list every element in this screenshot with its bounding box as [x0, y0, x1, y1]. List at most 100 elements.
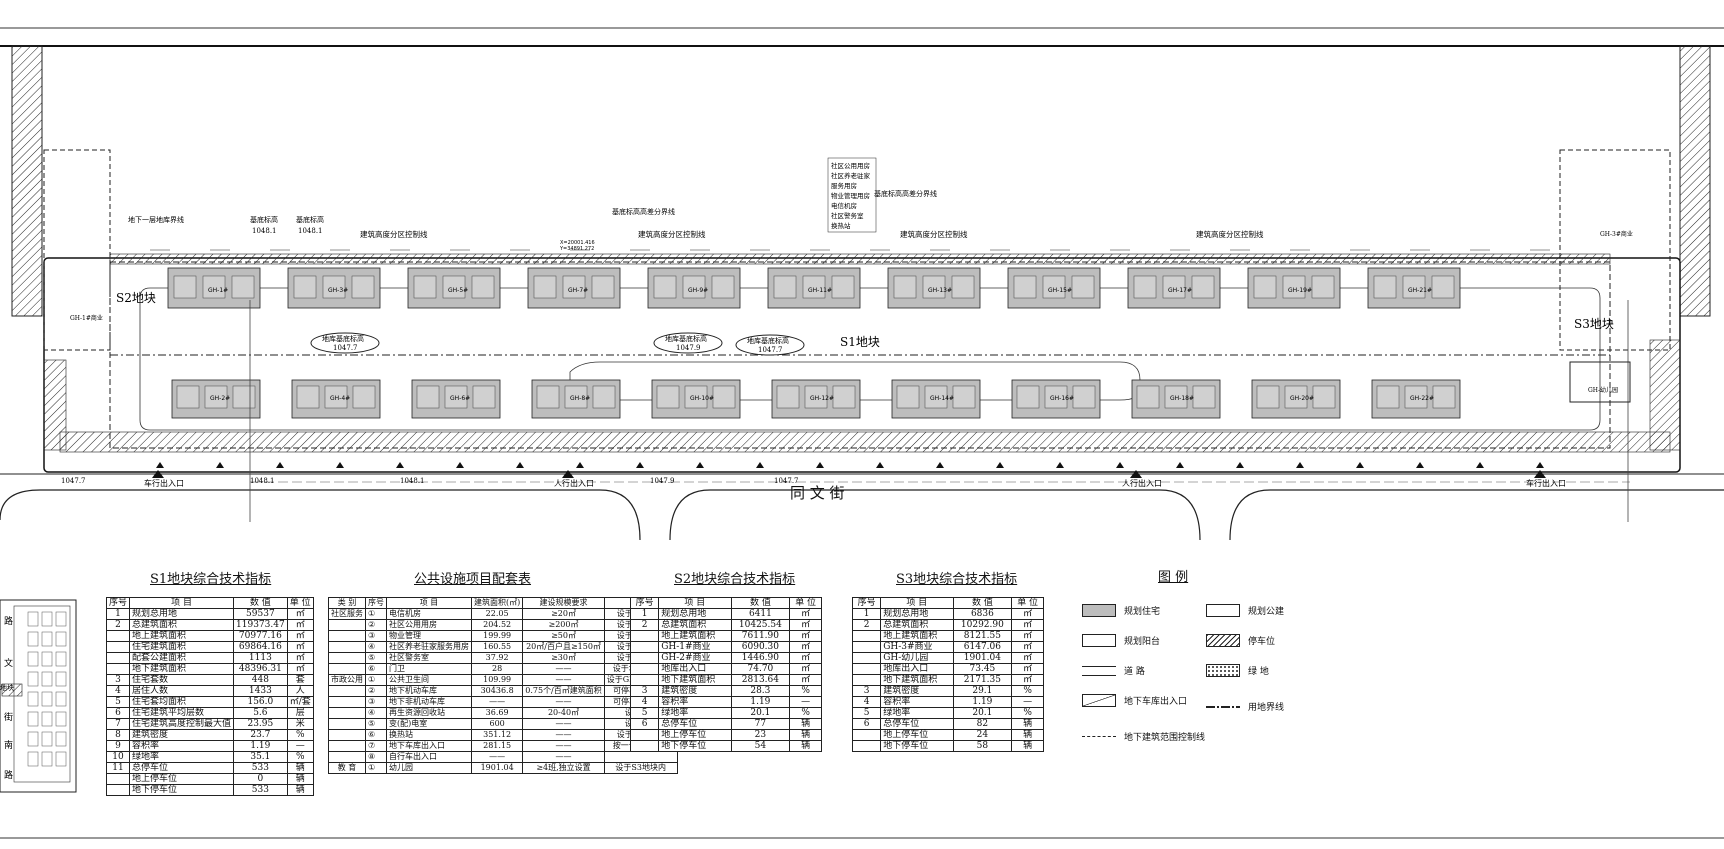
table-cell: 7611.90	[730, 630, 791, 642]
unit	[296, 385, 320, 409]
table-cell: 77	[730, 718, 791, 730]
level-marker	[1236, 462, 1244, 468]
table-cell: 公共卫生间	[386, 674, 472, 686]
s1-table-title: S1地块综合技术指标	[150, 572, 272, 587]
building-label: GH-15#	[1048, 287, 1072, 294]
table-header-cell: 建筑面积(㎡)	[470, 597, 524, 609]
table-cell: ⑧	[365, 751, 387, 763]
unit	[562, 275, 586, 299]
unit	[1162, 275, 1186, 299]
unit	[591, 275, 615, 299]
table-cell: 居住人数	[129, 685, 235, 697]
table-cell: ——	[470, 751, 524, 763]
table-cell: ㎡	[789, 619, 822, 631]
key-map-cell	[55, 611, 67, 627]
unit	[1016, 385, 1040, 409]
table-cell: ㎡	[789, 652, 822, 664]
table-cell: 教 育	[328, 762, 366, 774]
unit	[1136, 385, 1160, 409]
table-cell: 再生资源回收站	[386, 707, 472, 719]
gate-car-left: 车行出入口	[144, 478, 184, 488]
unit	[444, 385, 468, 409]
base-elev-value-5: 1048.1	[400, 477, 425, 485]
table-cell: 2	[851, 619, 882, 631]
table-cell: ㎡	[286, 619, 314, 631]
table-cell: 8121.55	[952, 630, 1013, 642]
table-cell: 辆	[1011, 718, 1044, 730]
building-south: GH-16#	[1011, 379, 1101, 419]
table-cell	[328, 630, 366, 642]
table-cell: 3	[851, 685, 882, 697]
table-cell: 地下非机动车库	[386, 696, 472, 708]
table-cell	[328, 751, 366, 763]
table-cell: 地上建筑面积	[880, 630, 954, 642]
s3-block	[1559, 149, 1671, 351]
building-label: GH-9#	[688, 287, 708, 294]
table-cell: 物业管理	[386, 630, 472, 642]
legend-label: 用地界线	[1248, 703, 1285, 713]
table-cell	[328, 685, 366, 697]
level-marker	[1116, 462, 1124, 468]
table-cell: 59537	[233, 608, 288, 620]
unit	[1044, 385, 1068, 409]
table-cell: ㎡	[286, 630, 314, 642]
street-curb-left	[0, 489, 641, 541]
buildings-row-south: GH-2#GH-4#GH-6#GH-8#GH-10#GH-12#GH-14#GH…	[171, 379, 1461, 419]
garage-elev-value-2: 1047.9	[676, 344, 701, 352]
unit	[1253, 275, 1277, 299]
unit	[1402, 275, 1426, 299]
building-north: GH-13#	[887, 267, 981, 309]
table-cell: 1446.90	[730, 652, 791, 664]
building-label: GH-6#	[450, 395, 470, 402]
unit	[1256, 385, 1280, 409]
right-hatch-strip	[1679, 45, 1711, 317]
key-map-cell	[55, 711, 67, 727]
table-cell: ⑤	[365, 652, 387, 664]
building-label: GH-20#	[1290, 395, 1314, 402]
unit	[804, 385, 828, 409]
table-header-cell: 单 位	[789, 597, 822, 609]
table-header-cell: 序号	[365, 597, 387, 609]
kindergarten-building	[1569, 361, 1631, 403]
table-cell: 3	[105, 674, 131, 686]
table-cell: 地下建筑面积	[129, 663, 235, 675]
key-map-cell	[55, 651, 67, 667]
table-cell	[105, 663, 131, 675]
base-elev-value-2: 1048.1	[298, 227, 323, 235]
unit	[536, 385, 560, 409]
control-line-label-2: 建筑高度分区控制线	[638, 229, 706, 239]
unit	[351, 275, 375, 299]
table-cell: 地上停车位	[658, 729, 732, 741]
table-cell: 1	[851, 608, 882, 620]
table-cell	[629, 729, 660, 741]
table-cell: ㎡	[789, 641, 822, 653]
legend-label: 地下建筑范围控制线	[1124, 733, 1206, 743]
table-cell: 辆	[789, 729, 822, 741]
table-cell: 4	[105, 685, 131, 697]
key-map-cell	[55, 671, 67, 687]
table-cell: 建筑密度	[880, 685, 954, 697]
base-elev-label-1: 基底标高	[250, 215, 278, 224]
table-header-cell: 项 目	[658, 597, 732, 609]
table-cell: ②	[365, 619, 387, 631]
unit	[712, 385, 736, 409]
table-cell	[629, 630, 660, 642]
table-cell: 10425.54	[730, 619, 791, 631]
base-elev-value-3: 1047.7	[61, 477, 86, 485]
left-hatch-strip	[11, 45, 43, 317]
buildings-row-north: GH-1#GH-3#GH-5#GH-7#GH-9#GH-11#GH-13#GH-…	[167, 267, 1461, 309]
level-marker	[276, 462, 284, 468]
community-label: 社区养老驻家	[831, 171, 871, 180]
unit	[322, 275, 346, 299]
legend-item-balcony: 规划阳台	[1082, 634, 1160, 647]
